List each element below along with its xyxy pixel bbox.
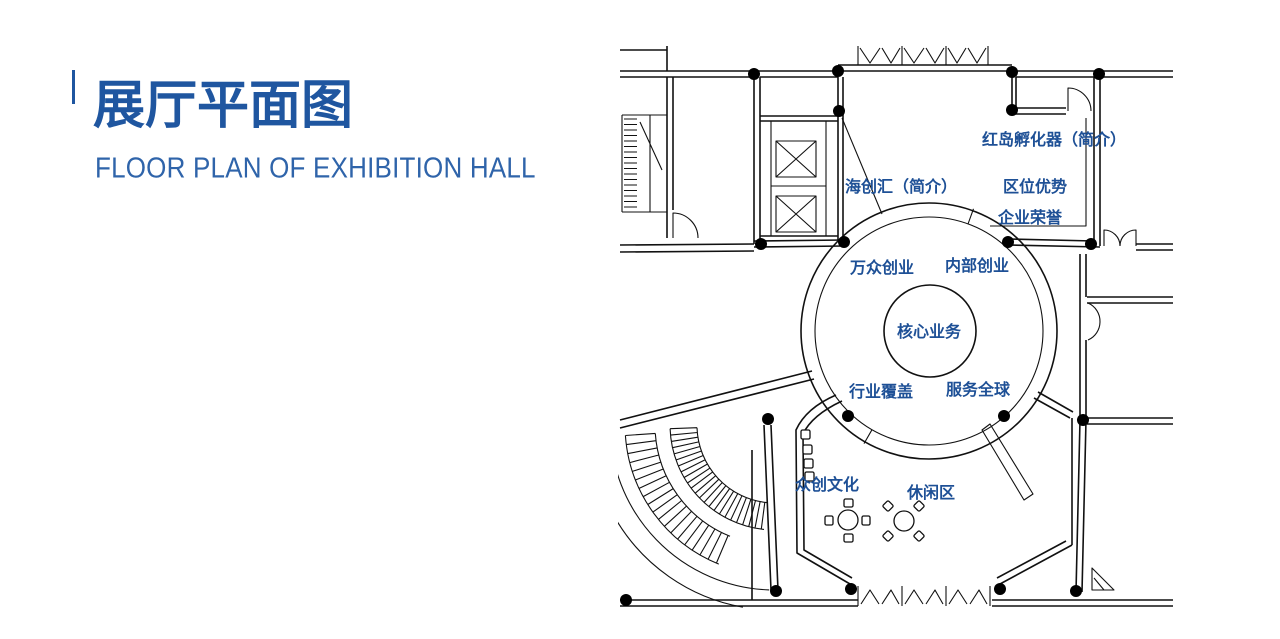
label-internal-entrepreneurship: 内部创业: [945, 256, 1009, 275]
outer-wall-bottom: [620, 599, 1173, 607]
incubator-room-door: [1067, 87, 1092, 112]
column: [833, 105, 845, 117]
chair: [913, 530, 925, 542]
elevator-core-walls: [753, 77, 845, 248]
exhibition-ring-outer: [800, 202, 1058, 460]
bench-seat: [803, 458, 814, 469]
column: [832, 65, 844, 77]
label-maker-culture: 众创文化: [795, 475, 859, 494]
elevator-shaft: [775, 140, 817, 178]
corridor-partition: [841, 117, 883, 215]
ring-divider: [863, 208, 975, 444]
title-accent-bar: [72, 70, 75, 104]
column: [770, 585, 782, 597]
column: [994, 583, 1006, 595]
side-door-right: [1087, 302, 1101, 341]
column: [1006, 104, 1018, 116]
corner-marker: [1091, 567, 1115, 591]
chair: [843, 498, 854, 508]
round-table: [837, 509, 859, 531]
column: [1085, 238, 1097, 250]
bench-seat: [802, 444, 813, 455]
column: [755, 238, 767, 250]
label-leisure-area: 休闲区: [906, 483, 955, 502]
column: [620, 594, 632, 606]
column: [1006, 66, 1018, 78]
column: [1070, 585, 1082, 597]
label-location-advantage: 区位优势: [1003, 177, 1067, 196]
chair: [913, 500, 925, 512]
column: [1077, 414, 1089, 426]
floor-plan-drawing: [618, 46, 1173, 608]
stairwell-walls: [619, 77, 755, 253]
exhibition-ring-inner: [814, 216, 1044, 446]
core-business-circle: [883, 284, 977, 378]
structural-columns: [620, 65, 1105, 606]
chair: [882, 530, 894, 542]
chair: [843, 533, 854, 543]
column: [748, 68, 760, 80]
lower-left-walls: [619, 370, 815, 600]
label-global-service: 服务全球: [946, 380, 1011, 399]
column: [845, 583, 857, 595]
chair: [861, 515, 871, 526]
outer-wall-right: [1075, 243, 1173, 593]
side-double-door: [1103, 229, 1137, 247]
label-industry-coverage: 行业覆盖: [848, 382, 913, 401]
straight-staircase: [621, 114, 667, 213]
round-table: [893, 510, 915, 532]
label-enterprise-honors: 企业荣誉: [997, 208, 1063, 227]
area-labels: 红岛孵化器（简介） 海创汇（简介） 区位优势 企业荣誉 万众创业 内部创业 核心…: [795, 130, 1126, 502]
straight-staircase-treads: [624, 118, 637, 208]
column: [762, 413, 774, 425]
display-wall: [981, 423, 1034, 501]
bench-seat: [800, 429, 811, 440]
chair: [824, 515, 834, 526]
column: [1093, 68, 1105, 80]
label-core-business: 核心业务: [897, 322, 962, 341]
column: [838, 236, 850, 248]
entrance-doors-bottom: [857, 586, 991, 606]
label-hongdao-incubator: 红岛孵化器（简介）: [982, 130, 1126, 149]
label-mass-entrepreneurship: 万众创业: [849, 258, 914, 277]
entrance-doors-top: [857, 46, 989, 65]
elevator-core-frame: [770, 121, 827, 236]
leisure-area-wall-right: [996, 391, 1074, 585]
bench-seat: [804, 471, 815, 482]
incubator-room-walls: [1007, 71, 1101, 248]
incubator-room-partition: [990, 118, 1087, 227]
outer-wall-top: [620, 46, 1173, 78]
label-haichuanghui: 海创汇（简介）: [845, 177, 957, 196]
column: [842, 410, 854, 422]
chair: [882, 500, 894, 512]
column: [1002, 236, 1014, 248]
elevator-shaft: [775, 195, 817, 233]
spiral-staircase: [618, 427, 770, 608]
page-title: 展厅平面图: [93, 77, 354, 135]
page-subtitle: FLOOR PLAN OF EXHIBITION HALL: [95, 151, 536, 185]
column: [998, 410, 1010, 422]
stairwell-door: [672, 212, 699, 239]
